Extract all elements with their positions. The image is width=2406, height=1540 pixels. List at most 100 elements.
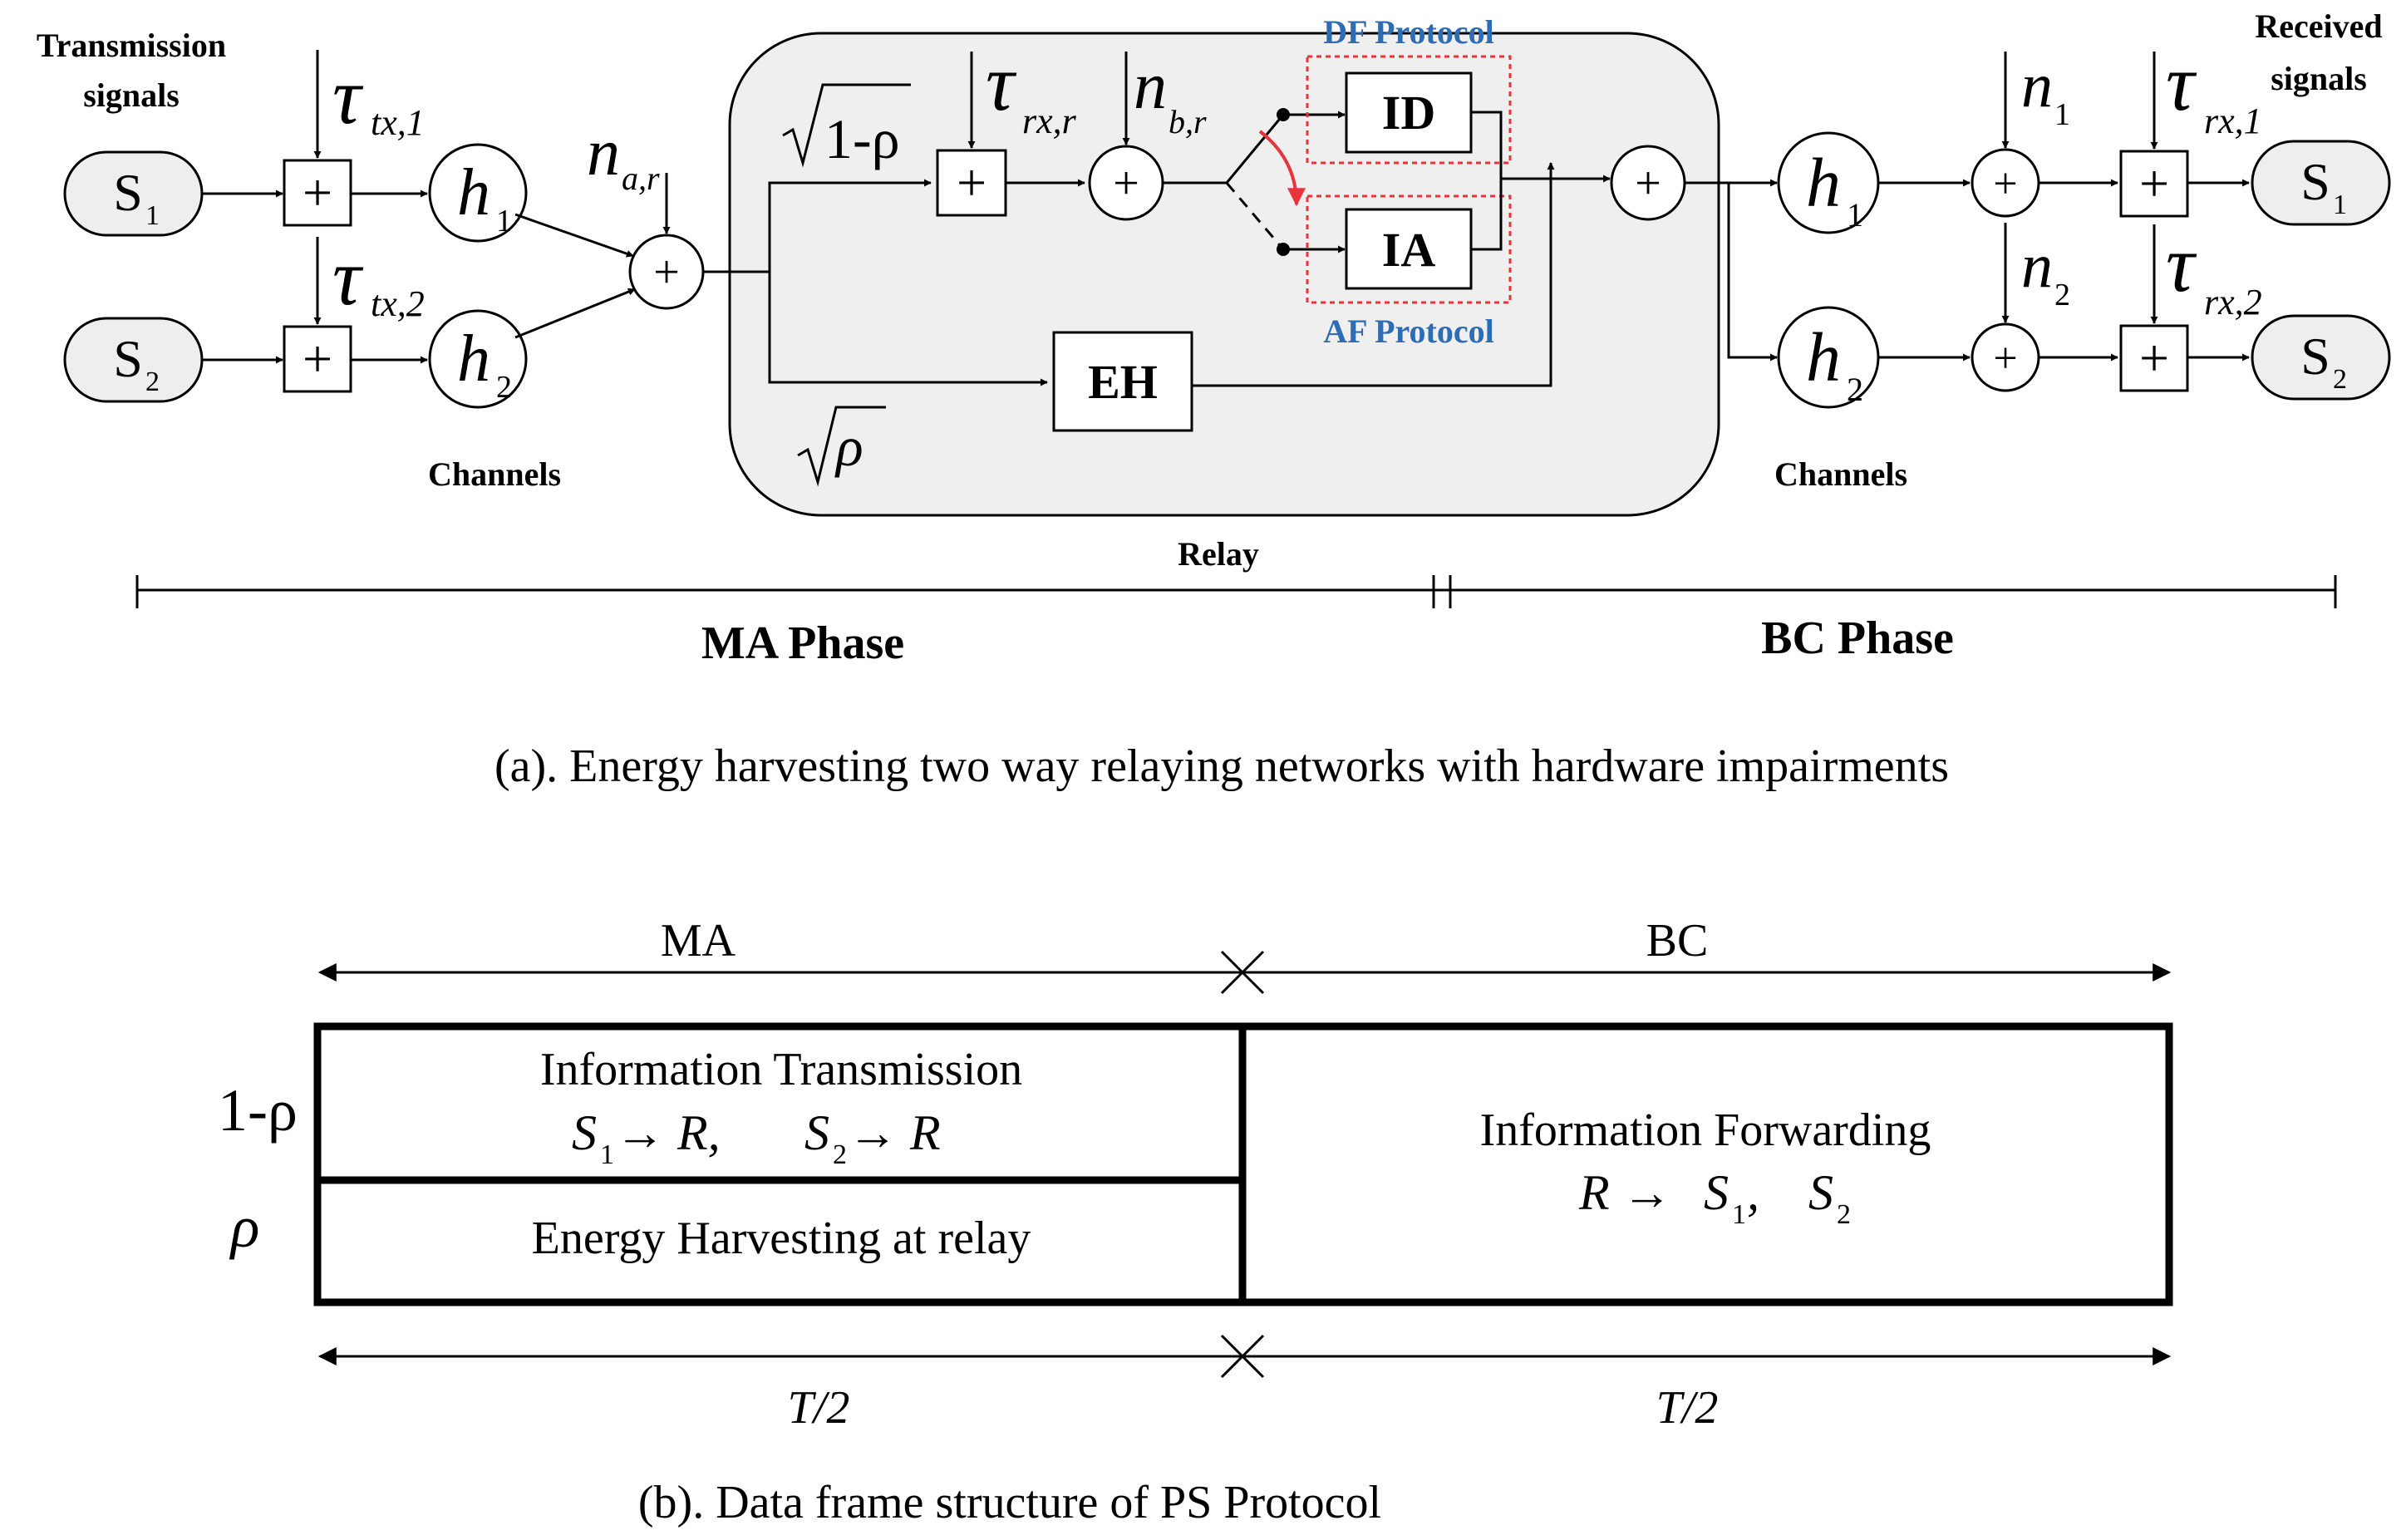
source-s1: S 1 — [63, 150, 204, 237]
svg-text:S: S — [2300, 327, 2330, 386]
svg-text:2: 2 — [2054, 278, 2070, 312]
relay-rx-impairment-adder: + — [936, 149, 1007, 217]
svg-text:R →: R → — [1578, 1165, 1672, 1220]
ma-channels-label: Channels — [428, 455, 561, 493]
dest-rx-impairment-label-2: τ rx,2 — [2166, 219, 2262, 322]
svg-text:+: + — [303, 163, 332, 222]
svg-text:τ: τ — [986, 38, 1017, 127]
phase-timeline — [135, 575, 2337, 608]
ma-label: MA — [661, 915, 736, 967]
info-transmission-equation: S 1 → R, S 2 → R — [572, 1105, 941, 1170]
svg-text:n: n — [1134, 50, 1167, 123]
received-signals-label-2: signals — [2271, 60, 2367, 97]
svg-text:1: 1 — [1847, 196, 1863, 234]
tx-impairment-adder-2: + — [283, 325, 352, 393]
duration-left: T/2 — [788, 1382, 850, 1434]
svg-text:2: 2 — [145, 367, 160, 397]
svg-text:n: n — [587, 116, 620, 189]
energy-harvesting-text: Energy Harvesting at relay — [532, 1213, 1031, 1264]
dest-rx-impairment-adder-2: + — [2119, 324, 2189, 392]
bc-phase-label: BC Phase — [1761, 613, 1954, 664]
svg-text:S: S — [1808, 1165, 1833, 1220]
bc-label: BC — [1646, 915, 1709, 967]
svg-text:+: + — [2139, 154, 2169, 213]
svg-text:1: 1 — [600, 1139, 614, 1170]
svg-text:tx,1: tx,1 — [371, 102, 425, 143]
relay-noise-label-a: n a,r — [587, 116, 660, 197]
ma-phase-label: MA Phase — [701, 617, 904, 669]
svg-text:1: 1 — [2333, 189, 2347, 220]
svg-text:1: 1 — [145, 200, 160, 231]
switch-arrow — [1258, 130, 1306, 207]
dest-noise-label-2: n 2 — [2021, 231, 2070, 312]
relay-rx-impairment-label: τ rx,r — [986, 38, 1077, 141]
svg-text:+: + — [303, 329, 332, 388]
af-switch-arm — [1225, 182, 1285, 250]
relay-noise-label-b: n b,r — [1134, 50, 1207, 140]
sqrt-rho: ρ — [797, 406, 886, 487]
svg-text:+: + — [2139, 328, 2169, 387]
id-block: ID — [1382, 86, 1435, 140]
svg-text:n: n — [2021, 51, 2053, 121]
svg-text:h: h — [457, 156, 490, 229]
transmission-signals-label: Transmission — [37, 27, 226, 64]
svg-text:ρ: ρ — [834, 415, 864, 478]
relay-label: Relay — [1178, 535, 1259, 573]
svg-text:+: + — [1635, 158, 1661, 209]
svg-text:+: + — [1993, 335, 2017, 382]
relay-block — [728, 32, 1720, 517]
caption-b: (b). Data frame structure of PS Protocol — [638, 1477, 1381, 1528]
tx-impairment-adder-1: + — [283, 159, 352, 227]
channel-h1: h 1 — [428, 143, 528, 243]
af-protocol-label: AF Protocol — [1323, 312, 1494, 350]
ia-block: IA — [1382, 223, 1436, 277]
received-s1: S 1 — [2251, 140, 2391, 226]
df-protocol-box — [1306, 55, 1512, 165]
channel-h2: h 2 — [428, 309, 528, 409]
info-forwarding-title: Information Forwarding — [1480, 1105, 1931, 1156]
svg-text:1: 1 — [2054, 97, 2070, 132]
svg-text:+: + — [957, 153, 987, 212]
svg-text:S: S — [572, 1105, 597, 1160]
svg-text:S: S — [804, 1105, 829, 1160]
svg-text:→ R,: → R, — [615, 1105, 721, 1160]
dest-noise-label-1: n 1 — [2021, 51, 2070, 132]
svg-text:2: 2 — [2333, 364, 2347, 395]
eh-block: EH — [1088, 355, 1158, 409]
af-protocol-box — [1306, 194, 1512, 304]
info-forwarding-equation: R → S 1 , S 2 — [1578, 1165, 1851, 1230]
info-transmission-title: Information Transmission — [540, 1044, 1022, 1095]
svg-text:τ: τ — [2166, 38, 2197, 127]
svg-text:S: S — [113, 329, 143, 388]
received-signals-label: Received — [2255, 7, 2382, 45]
svg-text:h: h — [457, 322, 490, 396]
svg-text:S: S — [113, 163, 143, 222]
svg-text:τ: τ — [332, 233, 364, 322]
sqrt-one-minus-rho: 1-ρ — [782, 83, 911, 170]
svg-text:+: + — [653, 247, 680, 298]
svg-text:+: + — [1113, 158, 1139, 209]
svg-text:h: h — [1806, 145, 1841, 222]
bc-channels-label: Channels — [1774, 455, 1907, 493]
svg-text:tx,2: tx,2 — [371, 283, 425, 324]
svg-text:→ R: → R — [848, 1105, 941, 1160]
svg-text:τ: τ — [2166, 219, 2197, 308]
svg-text:τ: τ — [332, 52, 364, 140]
svg-text:S: S — [1704, 1165, 1729, 1220]
source-s2: S 2 — [63, 317, 204, 403]
duration-right: T/2 — [1656, 1382, 1719, 1434]
rho-top-label: 1-ρ — [218, 1077, 298, 1144]
svg-text:1-ρ: 1-ρ — [824, 107, 900, 170]
svg-text:b,r: b,r — [1169, 103, 1207, 140]
svg-text:1: 1 — [496, 204, 512, 239]
svg-text:,: , — [1747, 1165, 1759, 1220]
transmission-signals-label-2: signals — [83, 76, 180, 114]
tx-impairment-label-1: τ tx,1 — [332, 52, 425, 143]
svg-text:1: 1 — [1732, 1199, 1746, 1230]
svg-text:n: n — [2021, 231, 2053, 301]
svg-text:h: h — [1806, 319, 1841, 396]
svg-text:S: S — [2300, 152, 2330, 211]
svg-text:2: 2 — [496, 370, 512, 405]
bc-channel-h1: h 1 — [1777, 131, 1880, 234]
